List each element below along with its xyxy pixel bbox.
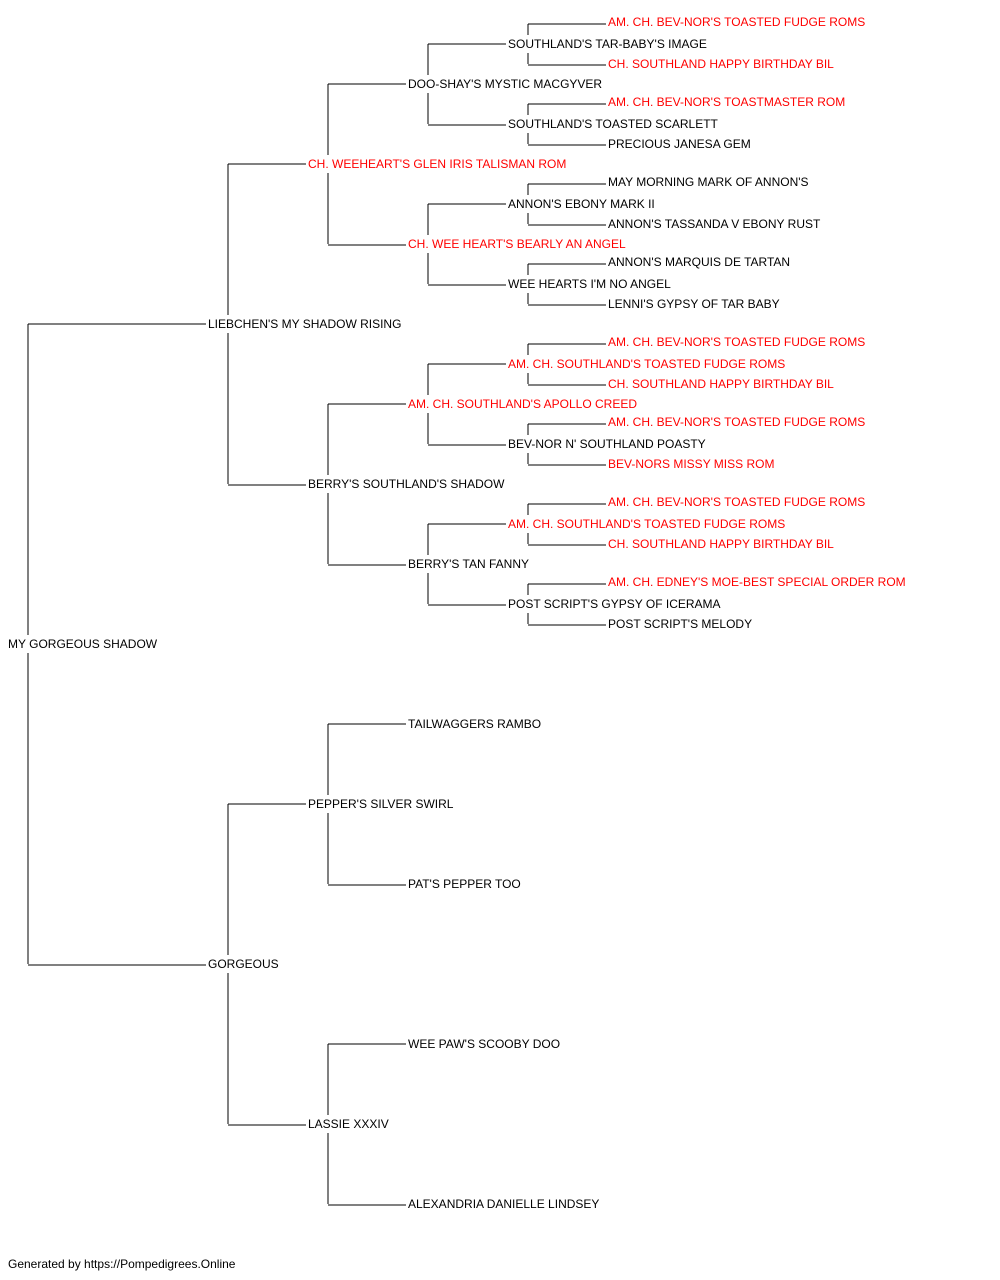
dog-name: MAY MORNING MARK OF ANNON'S [608, 175, 809, 189]
dog-name: ANNON'S TASSANDA V EBONY RUST [608, 217, 821, 231]
dog-name: BEV-NOR N' SOUTHLAND POASTY [508, 437, 706, 451]
dog-name: AM. CH. SOUTHLAND'S TOASTED FUDGE ROMS [508, 357, 785, 371]
dog-name: CH. WEE HEART'S BEARLY AN ANGEL [408, 237, 626, 251]
dog-name: CH. WEEHEART'S GLEN IRIS TALISMAN ROM [308, 157, 566, 171]
dog-name: POST SCRIPT'S MELODY [608, 617, 752, 631]
dog-name: SOUTHLAND'S TAR-BABY'S IMAGE [508, 37, 707, 51]
dog-name: ANNON'S MARQUIS DE TARTAN [608, 255, 790, 269]
dog-name: AM. CH. BEV-NOR'S TOASTED FUDGE ROMS [608, 15, 865, 29]
dog-name: AM. CH. BEV-NOR'S TOASTED FUDGE ROMS [608, 415, 865, 429]
dog-name: AM. CH. BEV-NOR'S TOASTED FUDGE ROMS [608, 495, 865, 509]
dog-name: MY GORGEOUS SHADOW [8, 637, 158, 651]
footer-credit: Generated by https://Pompedigrees.Online [8, 1257, 236, 1271]
dog-name: WEE HEARTS I'M NO ANGEL [508, 277, 671, 291]
dog-name: GORGEOUS [208, 957, 279, 971]
dog-name: PAT'S PEPPER TOO [408, 877, 521, 891]
dog-name: AM. CH. BEV-NOR'S TOASTED FUDGE ROMS [608, 335, 865, 349]
dog-name: CH. SOUTHLAND HAPPY BIRTHDAY BIL [608, 377, 834, 391]
dog-name: CH. SOUTHLAND HAPPY BIRTHDAY BIL [608, 537, 834, 551]
dog-name: LASSIE XXXIV [308, 1117, 389, 1131]
dog-name: AM. CH. BEV-NOR'S TOASTMASTER ROM [608, 95, 845, 109]
dog-name: LENNI'S GYPSY OF TAR BABY [608, 297, 780, 311]
dog-name: ANNON'S EBONY MARK II [508, 197, 655, 211]
dog-name: WEE PAW'S SCOOBY DOO [408, 1037, 560, 1051]
dog-name: LIEBCHEN'S MY SHADOW RISING [208, 317, 401, 331]
dog-name: BERRY'S SOUTHLAND'S SHADOW [308, 477, 505, 491]
dog-name: AM. CH. SOUTHLAND'S APOLLO CREED [408, 397, 637, 411]
dog-name: CH. SOUTHLAND HAPPY BIRTHDAY BIL [608, 57, 834, 71]
dog-name: TAILWAGGERS RAMBO [408, 717, 541, 731]
dog-name: BEV-NORS MISSY MISS ROM [608, 457, 774, 471]
dog-name: ALEXANDRIA DANIELLE LINDSEY [408, 1197, 599, 1211]
dog-name: AM. CH. EDNEY'S MOE-BEST SPECIAL ORDER R… [608, 575, 906, 589]
dog-name: PRECIOUS JANESA GEM [608, 137, 751, 151]
dog-name: DOO-SHAY'S MYSTIC MACGYVER [408, 77, 602, 91]
dog-name: SOUTHLAND'S TOASTED SCARLETT [508, 117, 719, 131]
dog-name: PEPPER'S SILVER SWIRL [308, 797, 454, 811]
dog-name: POST SCRIPT'S GYPSY OF ICERAMA [508, 597, 721, 611]
dog-name: BERRY'S TAN FANNY [408, 557, 529, 571]
dog-name: AM. CH. SOUTHLAND'S TOASTED FUDGE ROMS [508, 517, 785, 531]
